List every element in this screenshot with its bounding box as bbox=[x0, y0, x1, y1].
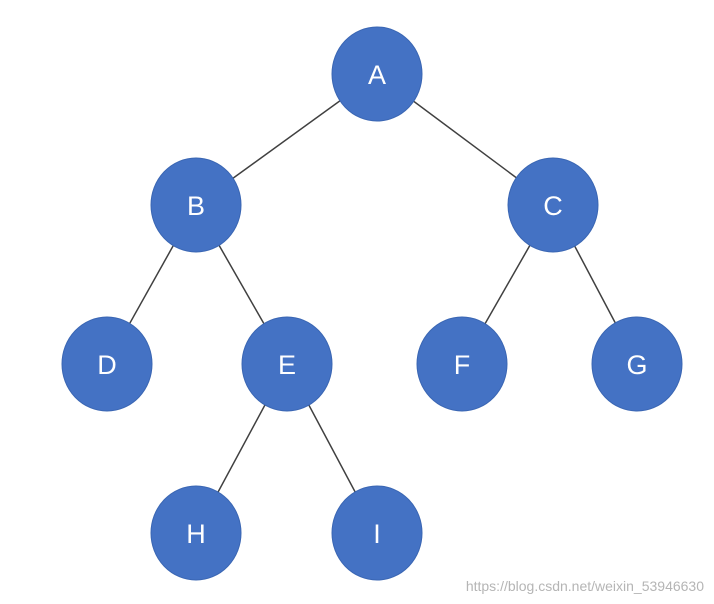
node-label-G: G bbox=[626, 350, 647, 380]
tree-nodes: A B C D E F G H I bbox=[61, 26, 683, 581]
node-A: A bbox=[331, 26, 423, 122]
node-label-B: B bbox=[187, 191, 205, 221]
node-label-A: A bbox=[368, 60, 386, 90]
node-circle-G bbox=[591, 316, 683, 412]
node-E: E bbox=[241, 316, 333, 412]
node-label-H: H bbox=[186, 519, 206, 549]
node-D: D bbox=[61, 316, 153, 412]
node-circle-C bbox=[507, 157, 599, 253]
node-circle-D bbox=[61, 316, 153, 412]
node-circle-B bbox=[150, 157, 242, 253]
node-circle-E bbox=[241, 316, 333, 412]
node-I: I bbox=[331, 485, 423, 581]
node-G: G bbox=[591, 316, 683, 412]
node-label-I: I bbox=[373, 519, 381, 549]
node-H: H bbox=[150, 485, 242, 581]
node-C: C bbox=[507, 157, 599, 253]
watermark-url: https://blog.csdn.net/weixin_53946630 bbox=[465, 578, 704, 594]
node-circle-A bbox=[331, 26, 423, 122]
node-F: F bbox=[416, 316, 508, 412]
node-circle-I bbox=[331, 485, 423, 581]
node-B: B bbox=[150, 157, 242, 253]
node-label-E: E bbox=[278, 350, 296, 380]
node-label-D: D bbox=[97, 350, 117, 380]
node-label-F: F bbox=[454, 350, 471, 380]
node-label-C: C bbox=[543, 191, 563, 221]
node-circle-F bbox=[416, 316, 508, 412]
node-circle-H bbox=[150, 485, 242, 581]
tree-edges bbox=[106, 73, 638, 534]
